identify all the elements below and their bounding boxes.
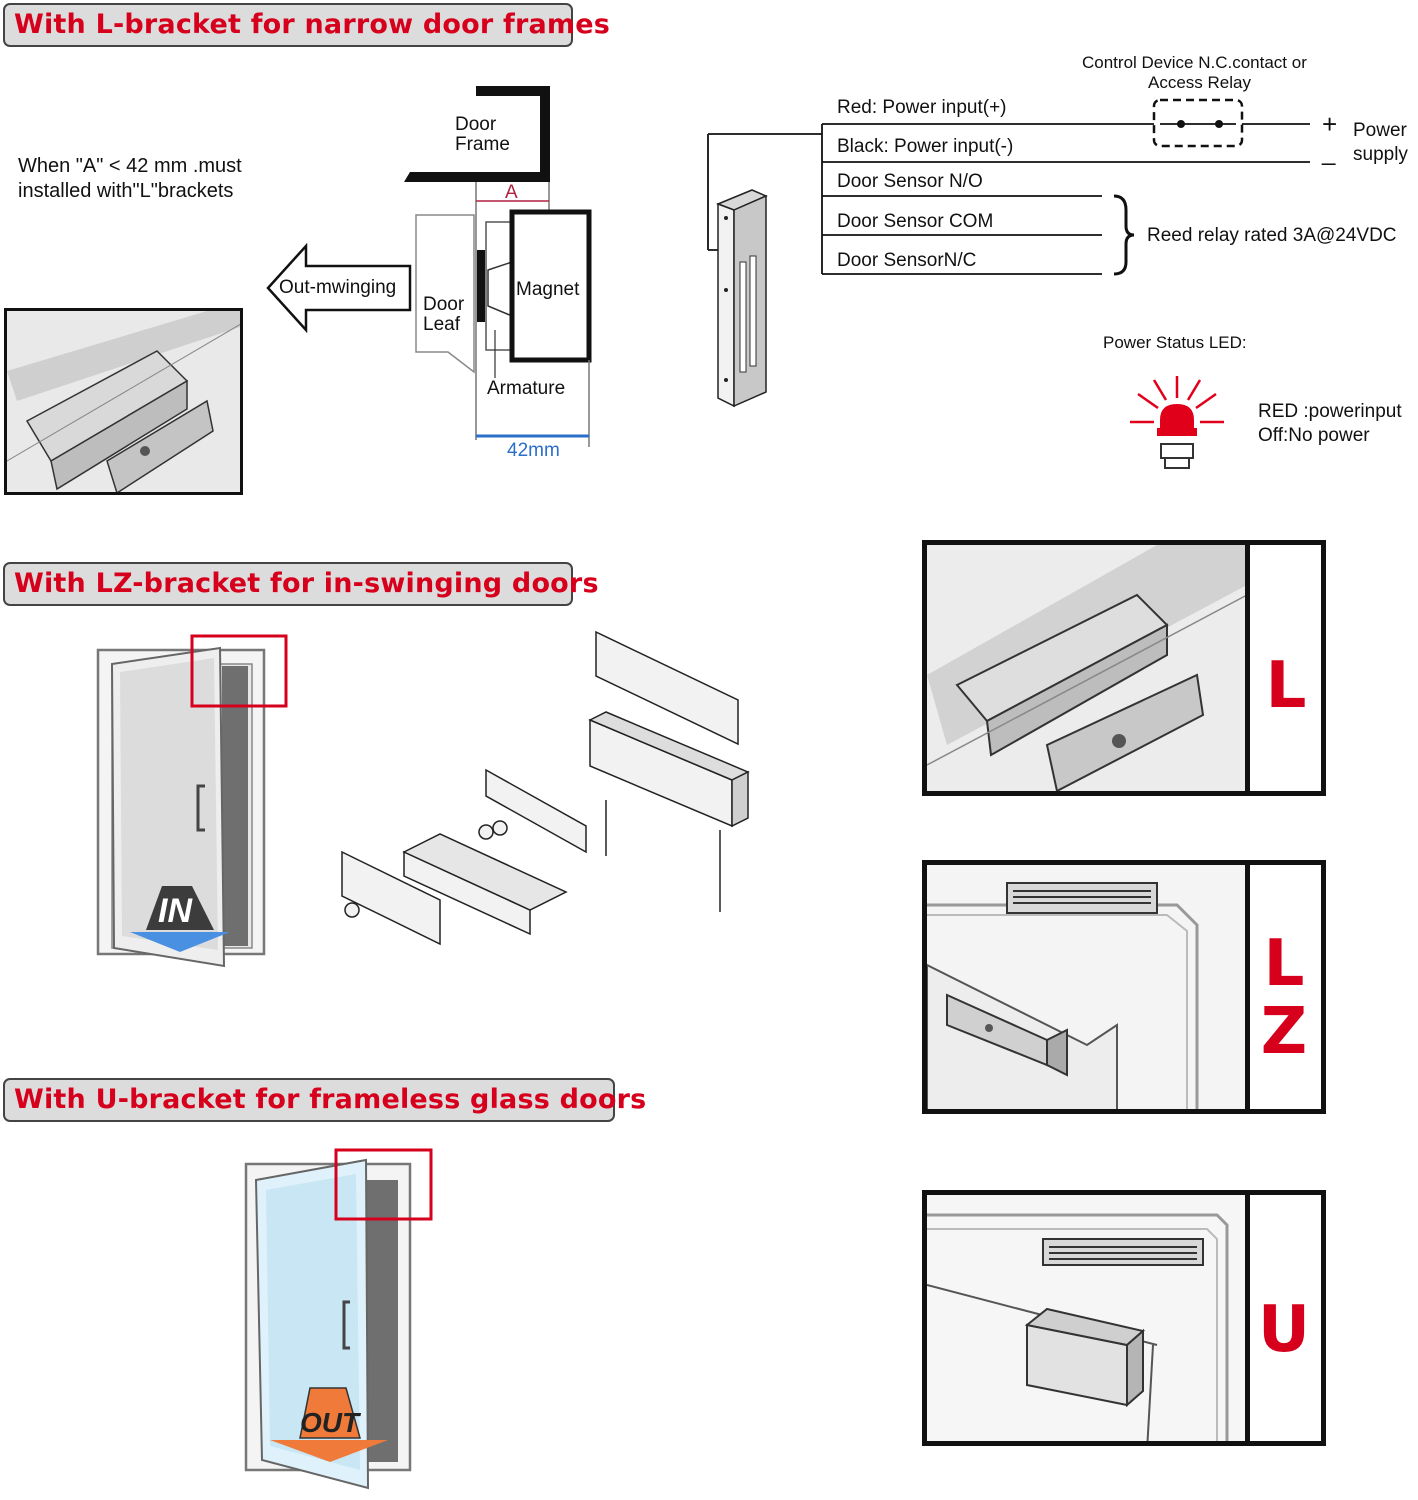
l-bracket-photo-panel — [922, 540, 1326, 796]
lz-bracket-title: With LZ-bracket for in-swinging doors — [3, 562, 599, 606]
lz-bracket-tag-line2: Z — [1260, 995, 1308, 1069]
lz-bracket-exploded-view — [341, 630, 750, 946]
power-led-icon — [1130, 376, 1224, 469]
l-bracket-title: With L-bracket for narrow door frames — [3, 3, 610, 47]
in-swing-door-illustration — [96, 634, 288, 968]
in-label: IN — [158, 892, 192, 930]
power-plus-sign: + — [1322, 109, 1338, 139]
out-label: OUT — [300, 1407, 360, 1438]
relay-contact-box — [1152, 98, 1244, 148]
lz-bracket-tag-line1: L — [1263, 927, 1305, 1001]
l-bracket-photo-drawing — [927, 545, 1250, 791]
lz-bracket-photo-panel — [922, 860, 1326, 1114]
maglock-device — [715, 189, 768, 408]
door-leaf-label-line1: Door — [423, 294, 465, 315]
power-supply-label-line1: Power — [1353, 120, 1407, 141]
wire-black-power: Black: Power input(-) — [837, 136, 1014, 157]
l-bracket-photo-small — [4, 308, 243, 495]
door-frame-label-line1: Door — [455, 114, 497, 135]
armature-label: Armature — [487, 378, 566, 399]
l-bracket-photo-small-drawing — [7, 311, 240, 492]
l-bracket-tag: L — [1265, 649, 1307, 723]
wire-door-sensor-com: Door Sensor COM — [837, 211, 994, 232]
u-bracket-photo-drawing — [927, 1195, 1250, 1441]
power-supply-label-line2: supply — [1353, 144, 1408, 165]
led-title: Power Status LED: — [1103, 333, 1247, 352]
out-swinging-label: Out-mwinging — [279, 277, 397, 298]
reed-relay-brace — [1113, 194, 1135, 276]
control-device-label-line2: Access Relay — [1148, 73, 1251, 92]
led-red-state: RED :powerinput — [1258, 401, 1402, 422]
lz-bracket-photo-drawing — [927, 865, 1250, 1109]
u-bracket-photo-panel — [922, 1190, 1326, 1446]
led-off-state: Off:No power — [1258, 425, 1370, 446]
door-leaf-label-line2: Leaf — [423, 314, 460, 335]
door-frame-label-line2: Frame — [455, 134, 510, 155]
wire-door-sensor-nc: Door SensorN/C — [837, 250, 977, 271]
l-bracket-note-line2: installed with"L"brackets — [18, 180, 234, 202]
control-device-label-line1: Control Device N.C.contact or — [1082, 53, 1307, 72]
l-bracket-note-line1: When "A" < 42 mm .must — [18, 155, 242, 177]
reed-relay-label: Reed relay rated 3A@24VDC — [1147, 225, 1397, 246]
u-bracket-tag: U — [1258, 1293, 1310, 1367]
magnet-label: Magnet — [516, 279, 580, 300]
wire-red-power: Red: Power input(+) — [837, 97, 1007, 118]
u-bracket-title: With U-bracket for frameless glass doors — [3, 1078, 646, 1122]
wire-door-sensor-no: Door Sensor N/O — [837, 171, 983, 192]
power-minus-sign: _ — [1322, 139, 1336, 166]
width-42mm-label: 42mm — [507, 440, 560, 461]
dimension-a-label: A — [505, 182, 518, 203]
